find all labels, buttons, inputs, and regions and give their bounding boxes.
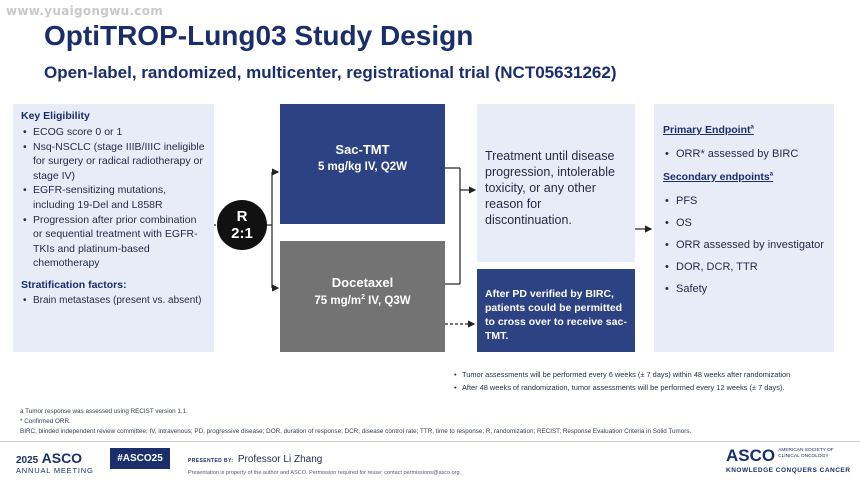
randomization-circle: R 2:1 xyxy=(217,200,267,250)
list-item: ORR* assessed by BIRC xyxy=(663,143,824,165)
arm-name: Sac-TMT xyxy=(335,142,390,157)
watermark: www.yuaigongwu.com xyxy=(6,4,164,18)
arm-dose: 5 mg/kg IV, Q2W xyxy=(317,161,408,173)
list-item: Brain metastases (present vs. absent) xyxy=(21,294,206,307)
presenter-info: PRESENTED BY: Professor Li Zhang Present… xyxy=(188,449,461,476)
presenter-name: Professor Li Zhang xyxy=(237,454,323,465)
list-item: DOR, DCR, TTR xyxy=(663,256,824,278)
footnote: * Confirmed ORR. xyxy=(20,418,71,425)
list-item: ORR assessed by investigator xyxy=(663,234,824,256)
crossover-box: After PD verified by BIRC, patients coul… xyxy=(477,269,635,352)
arm-sac-tmt: Sac-TMT 5 mg/kg IV, Q2W xyxy=(280,104,445,224)
eligibility-list: ECOG score 0 or 1 Nsq-NSCLC (stage IIIB/… xyxy=(21,125,206,271)
assessment-notes: Tumor assessments will be performed ever… xyxy=(454,368,790,394)
list-item: Tumor assessments will be performed ever… xyxy=(454,368,790,381)
list-item: ECOG score 0 or 1 xyxy=(21,125,206,140)
footer-divider xyxy=(0,441,860,442)
stratification-section: Stratification factors: Brain metastases… xyxy=(21,279,206,307)
randomization-letter: R xyxy=(236,208,248,225)
eligibility-panel: Key Eligibility ECOG score 0 or 1 Nsq-NS… xyxy=(13,104,214,352)
slide-title: OptiTROP-Lung03 Study Design xyxy=(44,20,474,51)
list-item: PFS xyxy=(663,190,824,212)
tagline: KNOWLEDGE CONQUERS CANCER xyxy=(726,467,851,474)
stratification-heading: Stratification factors: xyxy=(21,278,127,291)
presented-by-label: PRESENTED BY: xyxy=(188,458,234,464)
arm-docetaxel: Docetaxel 75 mg/m2 IV, Q3W xyxy=(280,241,445,352)
footnotes: a Tumor response was assessed using RECI… xyxy=(20,407,691,437)
slide-subtitle: Open-label, randomized, multicenter, reg… xyxy=(44,63,617,82)
endpoints-panel: Primary Endpointa ORR* assessed by BIRC … xyxy=(654,104,834,352)
list-item: Safety xyxy=(663,278,824,300)
arms-to-treatment-lines xyxy=(445,167,477,285)
list-item: After 48 weeks of randomization, tumor a… xyxy=(454,381,790,394)
list-item: OS xyxy=(663,212,824,234)
hashtag-badge: #ASCO25 xyxy=(110,448,170,469)
treatment-duration-box: Treatment until disease progression, int… xyxy=(477,104,635,262)
copyright-note: Presentation is property of the author a… xyxy=(188,470,462,476)
list-item: EGFR-sensitizing mutations, including 19… xyxy=(21,183,206,212)
arm-dose: 75 mg/m2 IV, Q3W xyxy=(314,294,411,307)
footnote: a Tumor response was assessed using RECI… xyxy=(20,408,188,415)
secondary-endpoints-heading: Secondary endpointsa xyxy=(663,171,774,183)
list-item: Progression after prior combination or s… xyxy=(21,213,206,271)
randomization-branch-lines xyxy=(267,168,280,292)
primary-endpoint-heading: Primary Endpointa xyxy=(663,124,754,136)
eligibility-heading: Key Eligibility xyxy=(21,110,90,122)
arm-name: Docetaxel xyxy=(331,275,394,290)
asco-annual-meeting-logo: 2025 ASCO ANNUAL MEETING xyxy=(16,450,94,475)
list-item: Nsq-NSCLC (stage IIIB/IIIC ineligible fo… xyxy=(21,140,206,184)
footnote: BIRC, blinded independent review committ… xyxy=(20,428,692,435)
randomization-ratio: 2:1 xyxy=(231,225,253,242)
